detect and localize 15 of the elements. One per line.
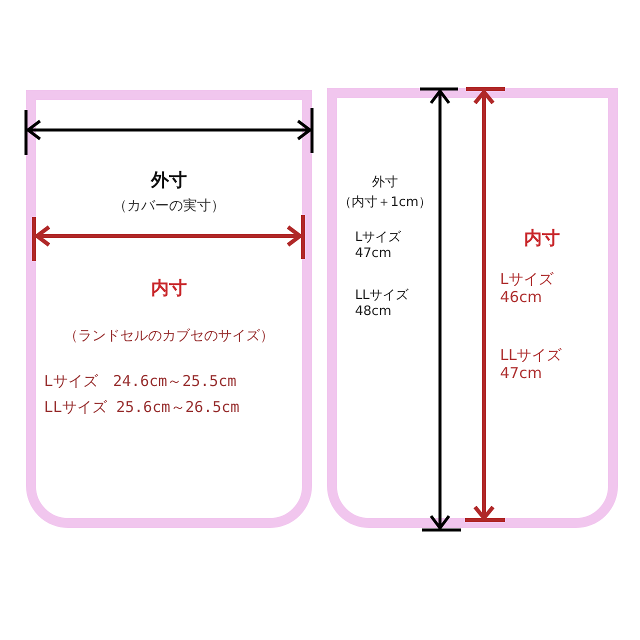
size-value: LLサイズ 47cm bbox=[500, 346, 562, 382]
dimension-note: （カバーの実寸） bbox=[113, 198, 225, 215]
dimension-heading: 内寸 bbox=[524, 228, 560, 250]
dimension-note: （ランドセルのカブセのサイズ） bbox=[64, 328, 274, 345]
cover-outline bbox=[327, 88, 618, 528]
dimension-heading: 内寸 bbox=[151, 278, 187, 300]
size-value: Lサイズ 46cm bbox=[500, 270, 554, 306]
cover-outline bbox=[26, 90, 312, 528]
size-value: Lサイズ 47cm bbox=[355, 230, 402, 262]
dimension-heading: 外寸 bbox=[151, 170, 187, 192]
size-value: LLサイズ 25.6cm～26.5cm bbox=[44, 398, 240, 416]
size-value: LLサイズ 48cm bbox=[355, 288, 408, 320]
dimension-note: （内寸＋1cm） bbox=[338, 195, 432, 211]
size-value: Lサイズ 24.6cm～25.5cm bbox=[44, 372, 236, 390]
dimension-note: 外寸 bbox=[372, 175, 398, 191]
